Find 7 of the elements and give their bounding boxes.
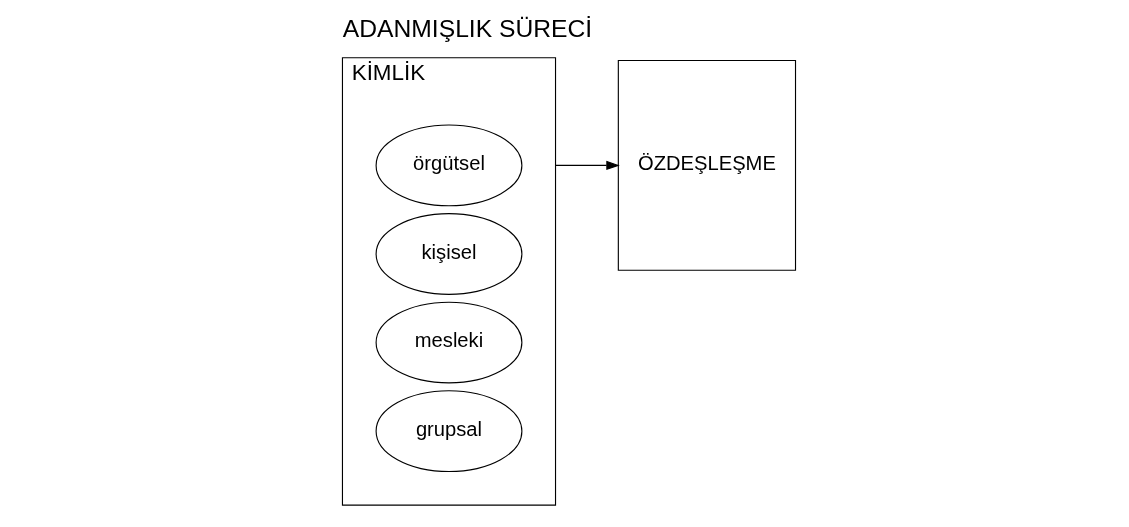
node-box: ÖZDEŞLEŞME	[617, 59, 797, 271]
node-ellipse: mesleki	[375, 301, 523, 384]
node-ellipse: kişisel	[375, 213, 523, 295]
node-ellipse: grupsal	[375, 390, 523, 473]
arrow	[554, 160, 620, 171]
node-ellipse: örgütsel	[375, 124, 523, 207]
diagram-title: ADANMIŞLIK SÜRECİ	[342, 15, 593, 43]
